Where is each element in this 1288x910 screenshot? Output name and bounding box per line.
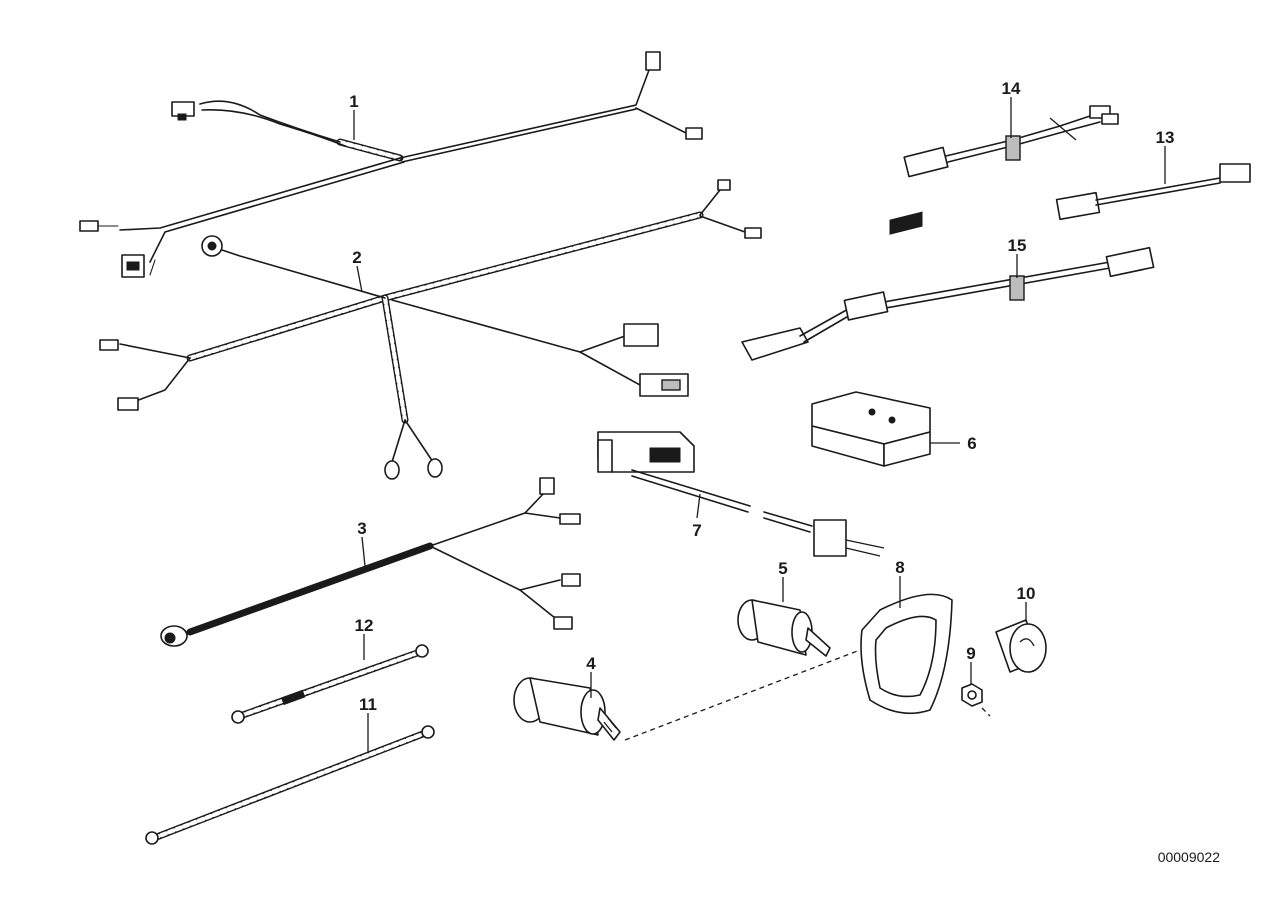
drawing-number: 00009022 xyxy=(1158,849,1221,865)
part-7-switch-cable[interactable] xyxy=(597,431,885,557)
callout-4: 4 xyxy=(586,654,596,673)
callout-15: 15 xyxy=(1008,236,1027,255)
part-1-wiring-harness[interactable] xyxy=(79,51,703,278)
part-15-adapter-lead[interactable] xyxy=(741,246,1155,361)
callout-3: 3 xyxy=(357,519,366,538)
callout-1: 1 xyxy=(349,92,358,111)
part-4-switch[interactable] xyxy=(513,677,621,741)
part-12-ground-strap[interactable] xyxy=(231,644,429,724)
part-3-wiring-harness[interactable] xyxy=(160,477,581,647)
callout-13: 13 xyxy=(1156,128,1175,147)
part-13-adapter-lead[interactable] xyxy=(1055,163,1251,221)
part-2-wiring-harness[interactable] xyxy=(99,179,762,480)
callout-10: 10 xyxy=(1017,584,1036,603)
part-14-adapter-lead[interactable] xyxy=(903,105,1119,178)
part-9-nut[interactable] xyxy=(961,683,983,707)
callout-8: 8 xyxy=(895,558,904,577)
part-10-knob[interactable] xyxy=(995,619,1047,673)
callout-12: 12 xyxy=(355,616,374,635)
part-8-trim-bezel[interactable] xyxy=(860,593,953,715)
part-5-switch[interactable] xyxy=(737,599,831,657)
callout-6: 6 xyxy=(967,434,976,453)
callout-11: 11 xyxy=(359,695,377,714)
callout-2: 2 xyxy=(352,248,361,267)
callout-7: 7 xyxy=(692,521,701,540)
part-6-control-unit[interactable] xyxy=(811,211,931,467)
callout-9: 9 xyxy=(966,644,975,663)
part-11-ground-strap[interactable] xyxy=(145,725,435,845)
callout-5: 5 xyxy=(778,559,787,578)
callout-14: 14 xyxy=(1002,79,1021,98)
